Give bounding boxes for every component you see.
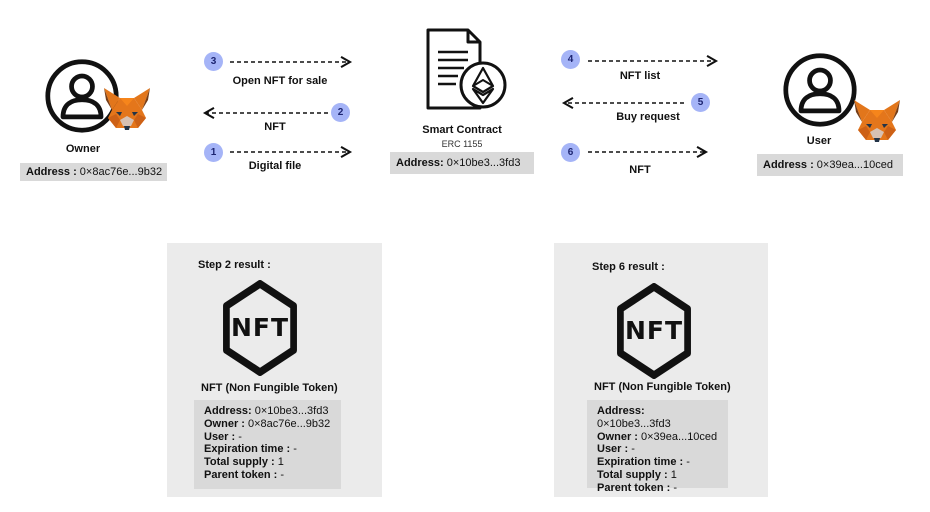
- field-user: User : -: [204, 430, 242, 443]
- field-owner: Owner : 0×39ea...10ced: [597, 430, 718, 443]
- step-label-5: Buy request: [616, 111, 680, 123]
- step-badge-5: 5: [691, 93, 710, 112]
- owner-address: Address : 0×8ac76e...9b32: [20, 163, 167, 181]
- token-info-box: Address: 0×10be3...3fd3 Owner : 0×39ea..…: [587, 400, 728, 494]
- step-label-1: Digital file: [248, 160, 302, 172]
- nft-hexagon-icon: NFT: [218, 280, 302, 376]
- token-info-box: Address: 0×10be3...3fd3 Owner : 0×8ac76e…: [194, 400, 341, 489]
- step-label-4: NFT list: [619, 70, 661, 82]
- field-total-supply: Total supply : 1: [204, 456, 284, 469]
- field-parent-token: Parent token : -: [204, 468, 285, 481]
- nft-icon-text: NFT: [624, 316, 684, 345]
- step-badge-3: 3: [204, 52, 223, 71]
- result-title: Step 6 result :: [592, 261, 665, 273]
- user-address: Address : 0×39ea...10ced: [757, 154, 903, 176]
- step-label-2: NFT: [264, 121, 286, 133]
- user-label: User: [806, 135, 832, 147]
- token-label: NFT (Non Fungible Token): [594, 381, 731, 393]
- step-label-3: Open NFT for sale: [232, 75, 328, 87]
- field-total-supply: Total supply : 1: [597, 468, 677, 481]
- step-badge-6: 6: [561, 143, 580, 162]
- field-user: User : -: [597, 443, 635, 456]
- field-expiration: Expiration time : -: [204, 443, 297, 456]
- field-address: Address: 0×10be3...3fd3: [204, 405, 329, 417]
- step2-result-panel: Step 2 result : NFT NFT (Non Fungible To…: [167, 243, 382, 497]
- result-title: Step 2 result :: [198, 259, 271, 271]
- field-expiration: Expiration time : -: [597, 456, 690, 469]
- step-badge-2: 2: [331, 103, 350, 122]
- step-badge-4: 4: [561, 50, 580, 69]
- step-label-6: NFT: [629, 164, 651, 176]
- nft-hexagon-icon: NFT: [612, 283, 696, 379]
- contract-label: Smart Contract: [422, 124, 502, 136]
- owner-label: Owner: [65, 143, 101, 155]
- field-address: Address: 0×10be3...3fd3: [597, 405, 671, 430]
- nft-icon-text: NFT: [230, 313, 290, 342]
- field-parent-token: Parent token : -: [597, 481, 678, 494]
- step6-result-panel: Step 6 result : NFT NFT (Non Fungible To…: [554, 243, 768, 497]
- contract-address: Address: 0×10be3...3fd3: [390, 152, 534, 174]
- token-label: NFT (Non Fungible Token): [201, 382, 338, 394]
- ethereum-icon: [459, 61, 507, 109]
- field-owner: Owner : 0×8ac76e...9b32: [204, 417, 331, 430]
- flow-arrows: [202, 54, 719, 159]
- step-badge-1: 1: [204, 143, 223, 162]
- contract-standard: ERC 1155: [441, 139, 483, 149]
